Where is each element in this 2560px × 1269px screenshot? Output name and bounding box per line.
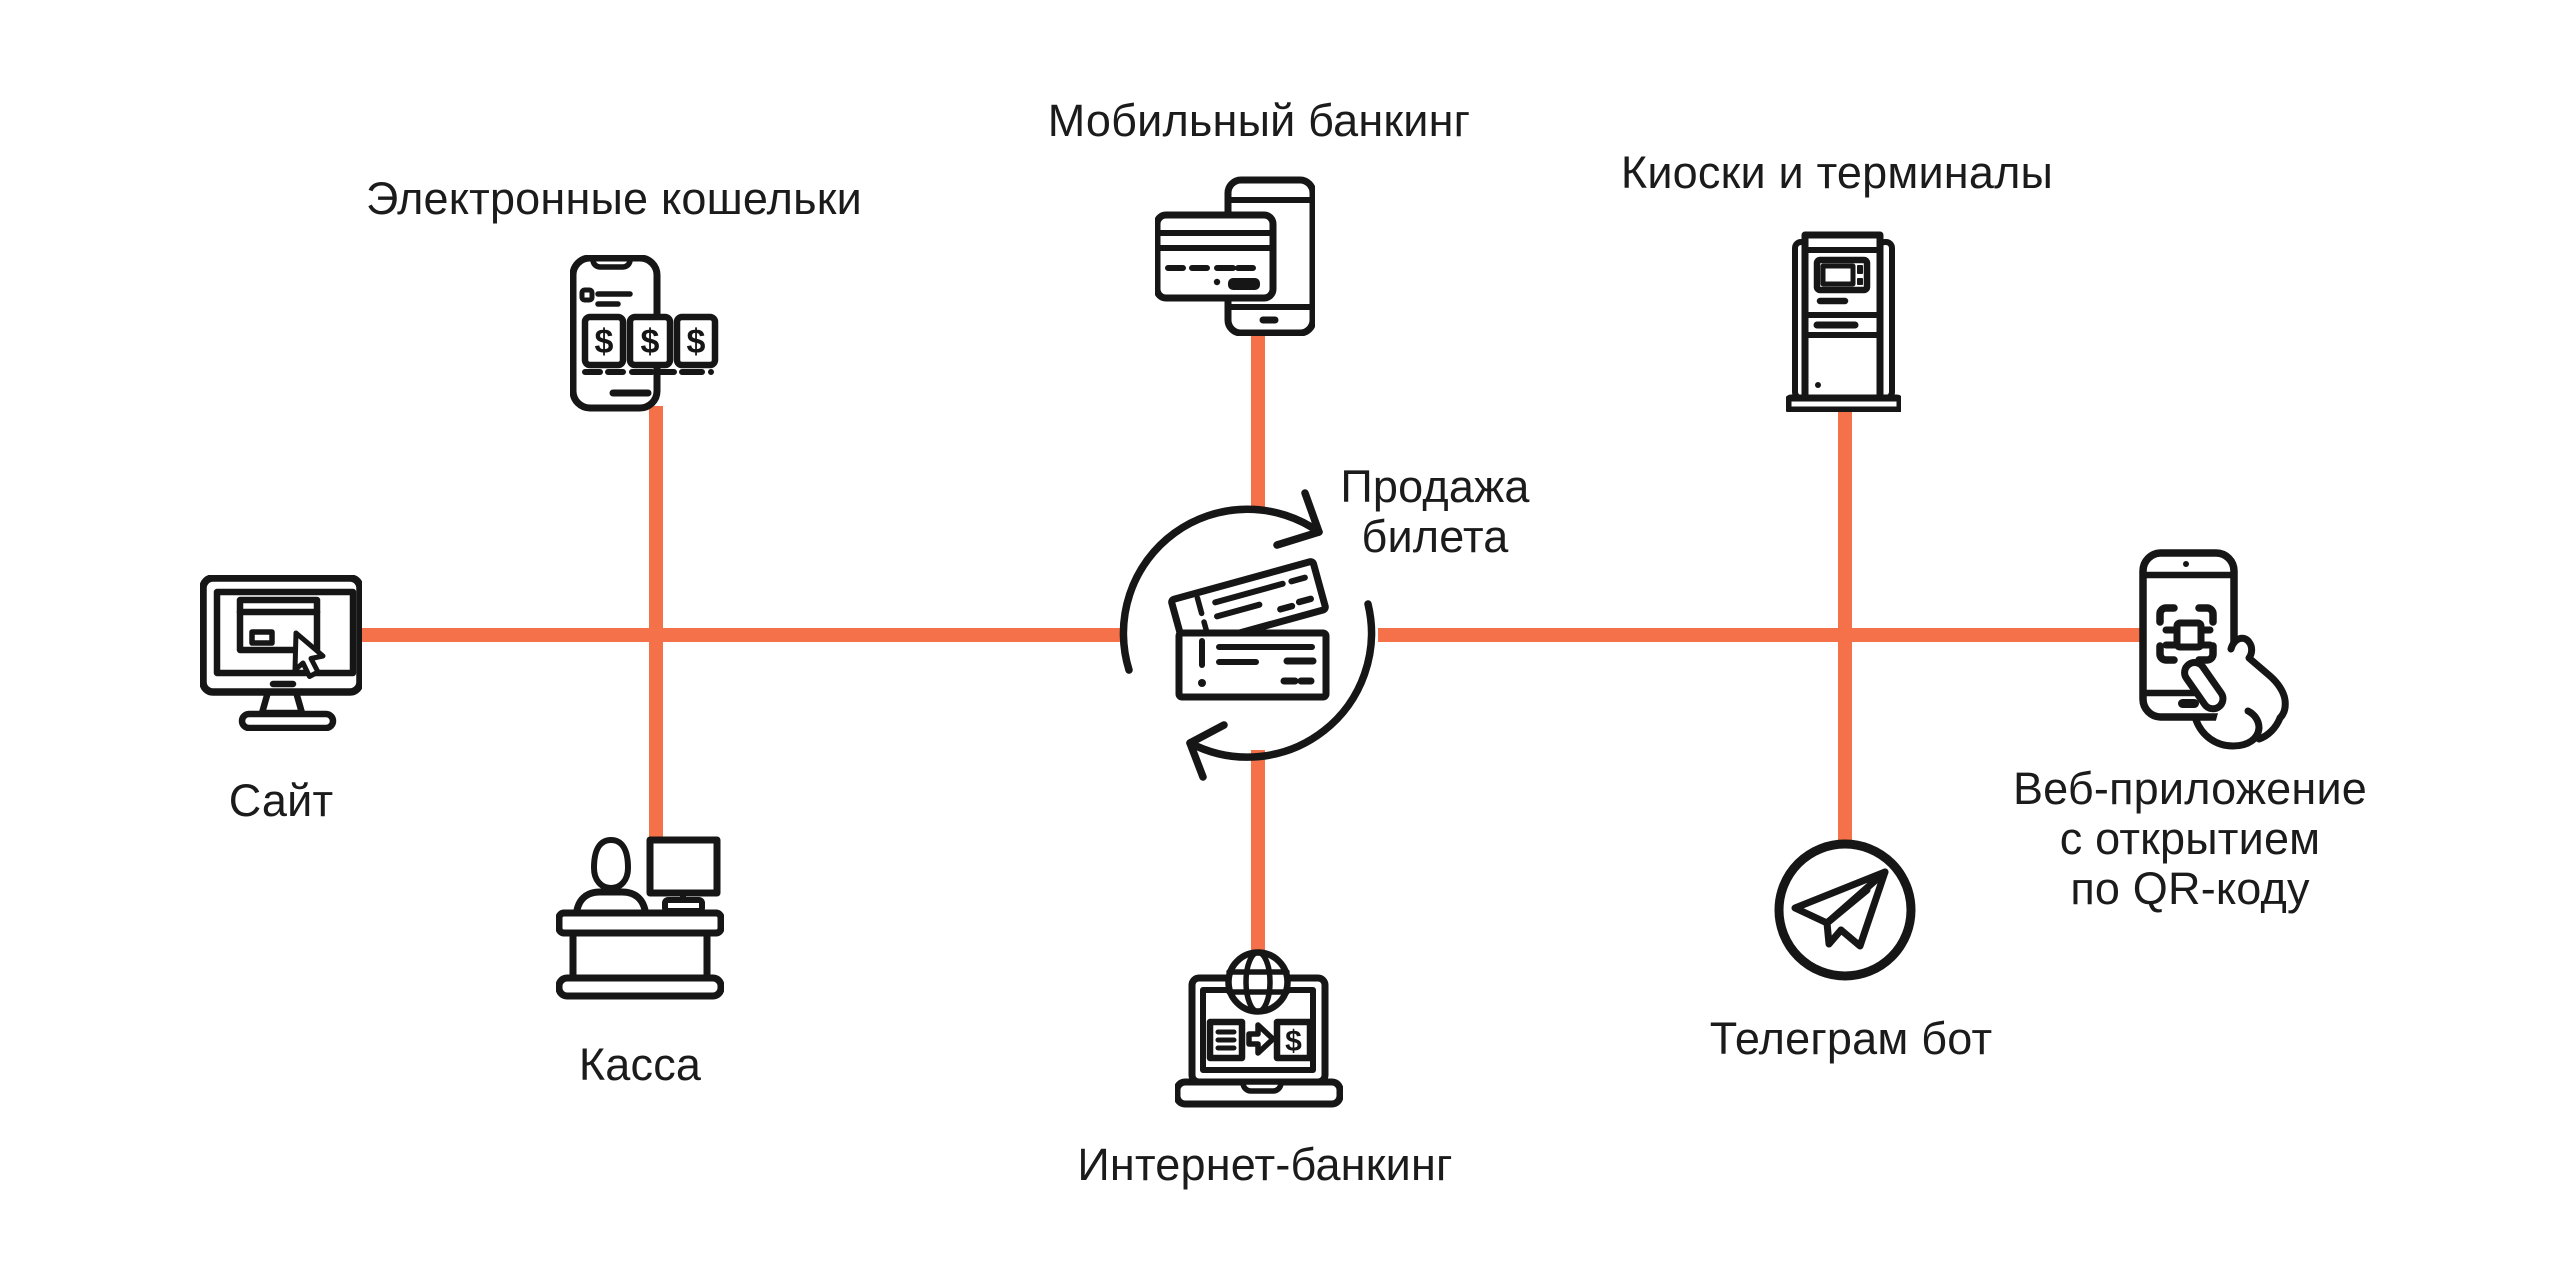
internet-banking-label: Интернет-банкинг: [1077, 1139, 1453, 1190]
connector-vertical-kiosks-telegram: [1838, 402, 1852, 842]
kiosk-terminal-icon: [1786, 231, 1901, 412]
mobile-banking-phone-card-icon: [1155, 176, 1315, 336]
telegram-bot-label: Телеграм бот: [1709, 1013, 1993, 1064]
mobile-banking-label: Мобильный банкинг: [1047, 95, 1471, 146]
site-label: Сайт: [228, 775, 334, 826]
qr-webapp-label-line3: по QR-коду: [2070, 863, 2310, 914]
telegram-paper-plane-icon: [1774, 839, 1916, 981]
qr-webapp-label-line1: Веб-приложение: [2012, 763, 2368, 814]
dollar-glyph: $: [1285, 1025, 1302, 1058]
dollar-glyph: $: [595, 323, 614, 361]
connector-vertical-mobile-to-center: [1251, 331, 1265, 513]
cashier-desk-icon: [556, 836, 724, 1000]
internet-banking-laptop-icon: $: [1175, 949, 1343, 1108]
wallets-label: Электронные кошельки: [366, 173, 862, 224]
connector-horizontal-right: [1378, 628, 2144, 642]
dollar-glyph: $: [641, 323, 660, 361]
dollar-glyph: $: [687, 323, 706, 361]
website-monitor-icon: [200, 575, 362, 731]
qr-webapp-label: Веб-приложение с открытием по QR-коду: [2013, 764, 2367, 914]
ticket-sale-refresh-icon: [1119, 489, 1376, 781]
center-title-line2: билета: [1361, 511, 1509, 562]
connector-horizontal-left: [355, 628, 1125, 642]
connector-vertical-center-to-banking: [1251, 750, 1265, 952]
qr-webapp-label-line2: с открытием: [2059, 813, 2321, 864]
qr-scan-phone-hand-icon: [2139, 549, 2291, 750]
center-title: Продажа билета: [1340, 462, 1529, 562]
kiosks-label: Киоски и терминалы: [1620, 147, 2054, 198]
e-wallets-phone-icon: $ $ $: [570, 255, 719, 412]
connector-vertical-wallets-kassa: [649, 406, 663, 848]
kassa-label: Касса: [578, 1039, 702, 1090]
center-title-line1: Продажа: [1340, 461, 1530, 512]
